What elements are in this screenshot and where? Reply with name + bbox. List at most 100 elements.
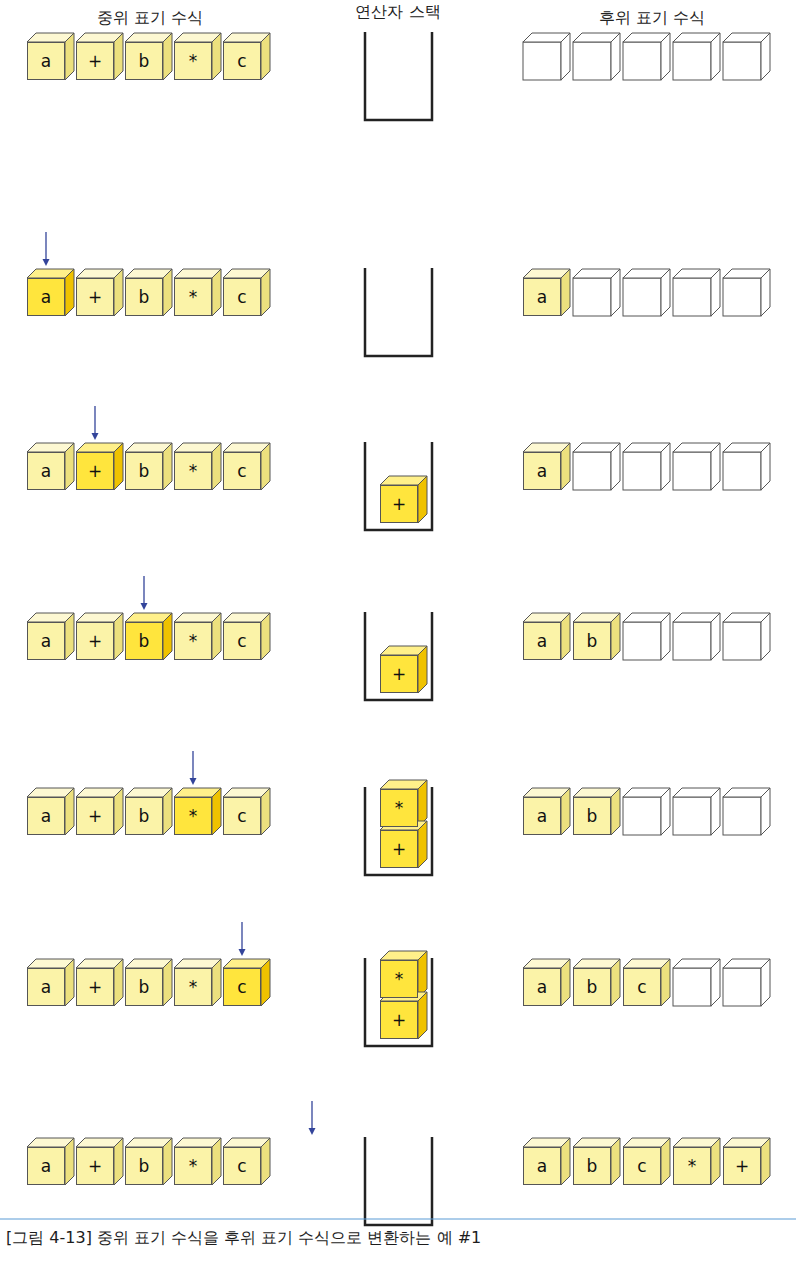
cube-side: [212, 613, 221, 660]
cube-side: [261, 33, 270, 80]
cube-text: a: [41, 631, 51, 651]
cube-side: [561, 788, 570, 835]
cube-text: +: [735, 1156, 749, 1176]
cube-side: [163, 269, 172, 316]
cube-text: c: [637, 1156, 646, 1176]
postfix-cube: b: [573, 797, 611, 835]
cube-side: [114, 443, 123, 490]
cube-text: *: [189, 631, 198, 651]
empty-cube: [673, 42, 711, 80]
cube-text: b: [587, 1156, 598, 1176]
arrow-head: [239, 949, 246, 956]
cube-side: [163, 959, 172, 1006]
cube-side: [65, 959, 74, 1006]
cube-text: +: [392, 1010, 406, 1030]
cube-side: [661, 33, 670, 80]
infix-cube: a: [27, 278, 65, 316]
cube-text: +: [88, 287, 102, 307]
cube-text: a: [41, 287, 51, 307]
column-heading: 중위 표기 수식: [97, 8, 203, 29]
cube-text: a: [41, 461, 51, 481]
cube-text: +: [88, 631, 102, 651]
cube-text: *: [189, 51, 198, 71]
empty-cube: [673, 797, 711, 835]
cube-text: +: [88, 51, 102, 71]
infix-cube: b: [125, 1147, 163, 1185]
cube-side: [212, 788, 221, 835]
infix-cube: *: [174, 42, 212, 80]
infix-cube: *: [174, 452, 212, 490]
cube-side: [418, 780, 427, 827]
cube-side: [65, 788, 74, 835]
empty-cube: [673, 622, 711, 660]
cube-side: [212, 269, 221, 316]
cube-side: [661, 269, 670, 316]
cube-text: +: [88, 977, 102, 997]
stack-container: [365, 612, 432, 700]
cube-side: [761, 443, 770, 490]
cube-side: [212, 959, 221, 1006]
cube-side: [418, 476, 427, 523]
cube-side: [418, 992, 427, 1039]
cube-side: [418, 646, 427, 693]
cube-text: c: [237, 51, 246, 71]
cube-side: [761, 613, 770, 660]
caption-rule: [0, 1218, 796, 1219]
empty-cube: [623, 42, 661, 80]
postfix-cube: b: [573, 1147, 611, 1185]
cube-side: [65, 1138, 74, 1185]
cube-text: b: [139, 51, 150, 71]
cube-side: [561, 1138, 570, 1185]
cube-side: [163, 443, 172, 490]
cube-side: [114, 269, 123, 316]
cube-side: [561, 443, 570, 490]
postfix-cube: *: [673, 1147, 711, 1185]
infix-cube: +: [76, 968, 114, 1006]
cube-text: *: [189, 806, 198, 826]
cube-side: [163, 1138, 172, 1185]
infix-cube: *: [174, 968, 212, 1006]
cube-text: b: [139, 806, 150, 826]
infix-cube: b: [125, 42, 163, 80]
cube-text: +: [88, 461, 102, 481]
cube-side: [261, 269, 270, 316]
empty-cube: [673, 452, 711, 490]
stack-cube: +: [380, 485, 418, 523]
cube-text: a: [537, 287, 547, 307]
cube-text: b: [587, 631, 598, 651]
postfix-cube: a: [523, 968, 561, 1006]
postfix-cube: a: [523, 622, 561, 660]
cube-side: [163, 788, 172, 835]
arrow-head: [92, 433, 99, 440]
empty-cube: [723, 968, 761, 1006]
cube-text: c: [237, 1156, 246, 1176]
cube-text: b: [139, 461, 150, 481]
infix-cube: c: [223, 1147, 261, 1185]
cube-side: [163, 33, 172, 80]
cube-side: [212, 1138, 221, 1185]
infix-cube: c: [223, 42, 261, 80]
cube-text: c: [237, 287, 246, 307]
postfix-cube: a: [523, 278, 561, 316]
stack-container: [365, 32, 432, 120]
stack-container: [365, 442, 432, 530]
cube-side: [114, 33, 123, 80]
empty-cube: [673, 968, 711, 1006]
cube-side: [561, 269, 570, 316]
cube-text: +: [392, 839, 406, 859]
empty-cube: [623, 797, 661, 835]
cube-text: *: [189, 977, 198, 997]
infix-cube: b: [125, 452, 163, 490]
empty-cells: [523, 33, 770, 1006]
cube-side: [661, 613, 670, 660]
cube-text: *: [395, 969, 404, 989]
cube-text: *: [189, 1156, 198, 1176]
pointer-arrows: [43, 232, 316, 1135]
cube-side: [711, 613, 720, 660]
stack-container: [365, 1137, 432, 1225]
empty-cube: [623, 452, 661, 490]
cube-text: +: [392, 664, 406, 684]
cube-side: [611, 613, 620, 660]
pointer-arrow: [45, 232, 46, 261]
